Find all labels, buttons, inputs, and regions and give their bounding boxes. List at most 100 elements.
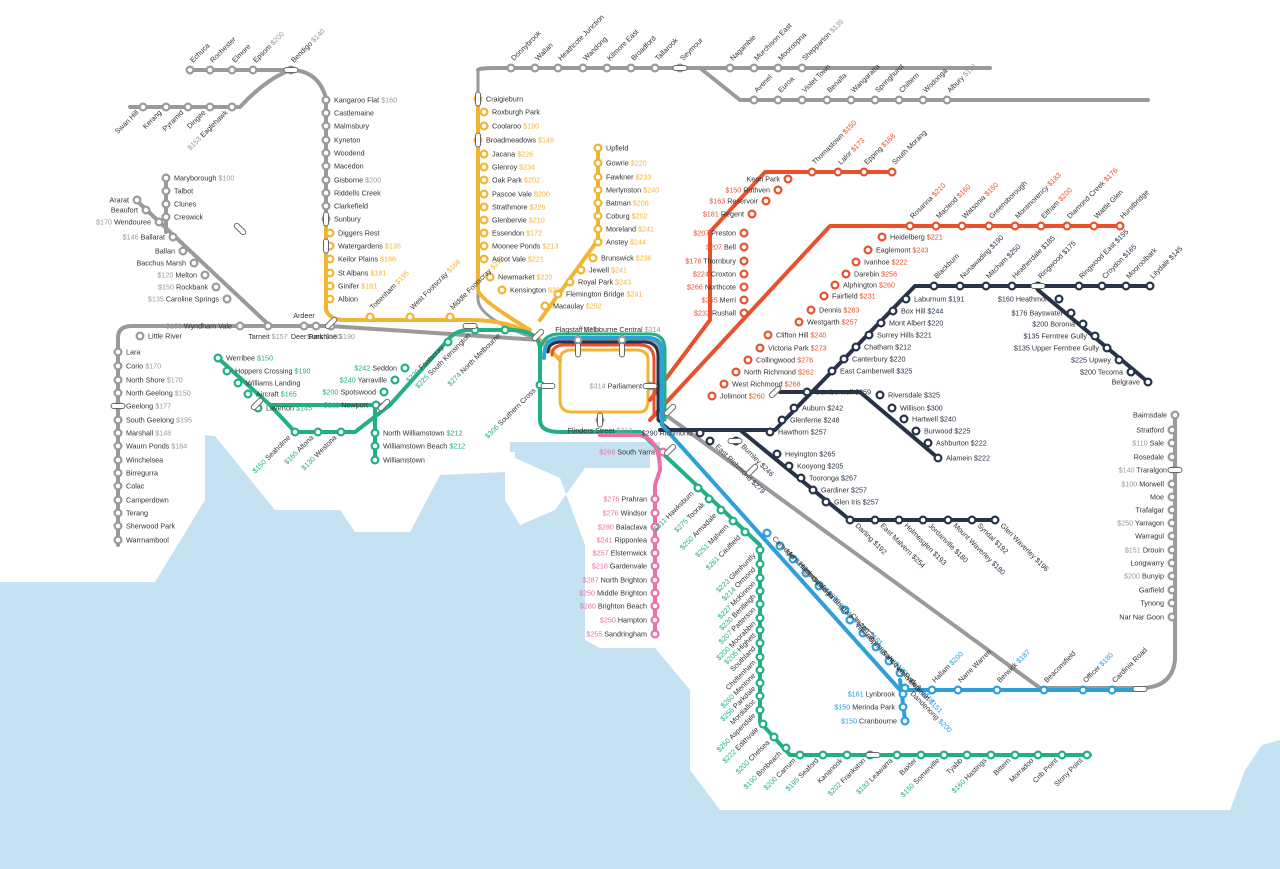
station-marker-tecoma[interactable] [1126, 367, 1136, 377]
station-marker-merinda-park[interactable] [898, 702, 908, 712]
station-marker-yarraville[interactable] [390, 375, 400, 385]
station-marker-huntingdale[interactable] [814, 581, 824, 591]
station-marker-hawthorn[interactable] [765, 427, 775, 437]
station-marker-colac[interactable] [113, 481, 123, 491]
station-marker-mckinnon[interactable] [755, 573, 765, 583]
station-marker-aspendale[interactable] [755, 705, 765, 715]
station-marker-aircraft[interactable] [243, 389, 253, 399]
station-marker-ripponlea[interactable] [650, 535, 660, 545]
station-marker-darebin[interactable] [841, 269, 851, 279]
station-marker-broadford[interactable] [626, 63, 636, 73]
station-marker-syndal[interactable] [967, 515, 977, 525]
station-marker-donnybrook[interactable] [506, 63, 516, 73]
station-marker-ivanhoe[interactable] [851, 257, 861, 267]
station-marker-morwell[interactable] [1167, 479, 1177, 489]
station-marker-patterson[interactable] [755, 599, 765, 609]
station-marker-wattle-glen[interactable] [1089, 221, 1099, 231]
station-marker-southland[interactable] [755, 638, 765, 648]
station-marker-prahran[interactable] [650, 494, 660, 504]
station-marker-ruthven[interactable] [773, 185, 783, 195]
station-marker-talbot[interactable] [161, 186, 171, 196]
station-marker-roxburgh-park[interactable] [479, 107, 489, 117]
station-marker-albury[interactable] [942, 95, 952, 105]
station-marker-tottenham[interactable] [365, 312, 375, 322]
station-marker-carnegie[interactable] [762, 528, 772, 538]
station-marker-regent[interactable] [747, 209, 757, 219]
station-marker-clifton-hill[interactable] [763, 330, 773, 340]
station-marker-ardeer[interactable] [299, 321, 309, 331]
station-marker-narre-warren[interactable] [953, 685, 963, 695]
station-marker-warragul[interactable] [1167, 531, 1177, 541]
station-marker-hallam[interactable] [927, 685, 937, 695]
station-marker-flemington-bridge[interactable] [553, 289, 563, 299]
station-marker-gisborne[interactable] [321, 175, 331, 185]
station-marker-tarneit[interactable] [263, 321, 273, 331]
station-marker-north-brighton[interactable] [650, 575, 660, 585]
station-marker-mooroopna[interactable] [773, 63, 783, 73]
station-marker-kangaroo-flat[interactable] [321, 95, 331, 105]
station-marker-strathmore[interactable] [479, 202, 489, 212]
station-marker-croxton[interactable] [739, 269, 749, 279]
station-marker-ashburton[interactable] [923, 438, 933, 448]
station-marker-hurstbridge[interactable] [1115, 221, 1125, 231]
station-marker-kensington[interactable] [497, 285, 507, 295]
station-marker-richmond[interactable] [695, 428, 705, 438]
station-marker-noble-park[interactable] [884, 656, 894, 666]
station-marker-werribee[interactable] [213, 353, 223, 363]
station-marker-kooyong[interactable] [784, 461, 794, 471]
station-marker-thornbury[interactable] [739, 256, 749, 266]
station-marker-lalor[interactable] [833, 167, 843, 177]
station-marker-melbourne-central[interactable] [617, 335, 627, 345]
station-marker-cranbourne[interactable] [900, 716, 910, 726]
station-marker-seaford[interactable] [818, 750, 828, 760]
station-marker-glenbervie[interactable] [479, 215, 489, 225]
station-marker-castlemaine[interactable] [321, 108, 331, 118]
station-marker-nar-nar-goon[interactable] [1167, 612, 1177, 622]
station-marker-cardinia-road[interactable] [1107, 685, 1117, 695]
station-marker-ringwood-east[interactable] [1074, 281, 1084, 291]
station-marker-deer-park[interactable] [311, 321, 321, 331]
station-marker-drouin[interactable] [1167, 545, 1177, 555]
station-marker-stony-point[interactable] [1082, 750, 1092, 760]
station-marker-melton[interactable] [200, 270, 210, 280]
station-marker-yarragon[interactable] [1167, 518, 1177, 528]
station-marker-preston[interactable] [739, 228, 749, 238]
station-marker-cheltenham[interactable] [755, 652, 765, 662]
station-marker-eaglemont[interactable] [863, 245, 873, 255]
station-marker-heyington[interactable] [772, 449, 782, 459]
station-marker-lynbrook[interactable] [898, 689, 908, 699]
station-marker-mount-waverley[interactable] [943, 515, 953, 525]
station-marker-marshall[interactable] [113, 428, 123, 438]
station-marker-warrnambool[interactable] [113, 535, 123, 545]
station-marker-westall[interactable] [845, 615, 855, 625]
station-marker-box-hill[interactable] [888, 306, 898, 316]
station-marker-ormond[interactable] [755, 559, 765, 569]
station-marker-mordialloc[interactable] [755, 691, 765, 701]
station-marker-alamein[interactable] [933, 453, 943, 463]
station-marker-parkdale[interactable] [755, 678, 765, 688]
station-marker-epping[interactable] [859, 167, 869, 177]
station-marker-gowrie[interactable] [593, 158, 603, 168]
station-marker-creswick[interactable] [161, 212, 171, 222]
station-marker-woodend[interactable] [321, 148, 331, 158]
station-marker-williamstown[interactable] [370, 455, 380, 465]
station-marker-middle-brighton[interactable] [650, 588, 660, 598]
station-marker-sale[interactable] [1167, 438, 1177, 448]
station-marker-jacana[interactable] [479, 149, 489, 159]
station-marker-jolimont[interactable] [707, 391, 717, 401]
station-marker-upper-ferntree-gully[interactable] [1102, 343, 1112, 353]
station-marker-sherwood-park[interactable] [113, 521, 123, 531]
station-marker-auburn[interactable] [789, 403, 799, 413]
station-marker-fairfield[interactable] [819, 291, 829, 301]
station-marker-coolaroo[interactable] [479, 121, 489, 131]
station-marker-hartwell[interactable] [899, 414, 909, 424]
station-marker-north-richmond[interactable] [731, 367, 741, 377]
station-marker-longwarry[interactable] [1167, 558, 1177, 568]
station-marker-ararat[interactable] [132, 195, 142, 205]
station-marker-anstey[interactable] [593, 237, 603, 247]
station-marker-riddells-creek[interactable] [321, 188, 331, 198]
station-marker-essendon[interactable] [479, 228, 489, 238]
station-marker-williams-landing[interactable] [233, 378, 243, 388]
station-marker-north-shore[interactable] [113, 375, 123, 385]
station-marker-jewell[interactable] [576, 265, 586, 275]
